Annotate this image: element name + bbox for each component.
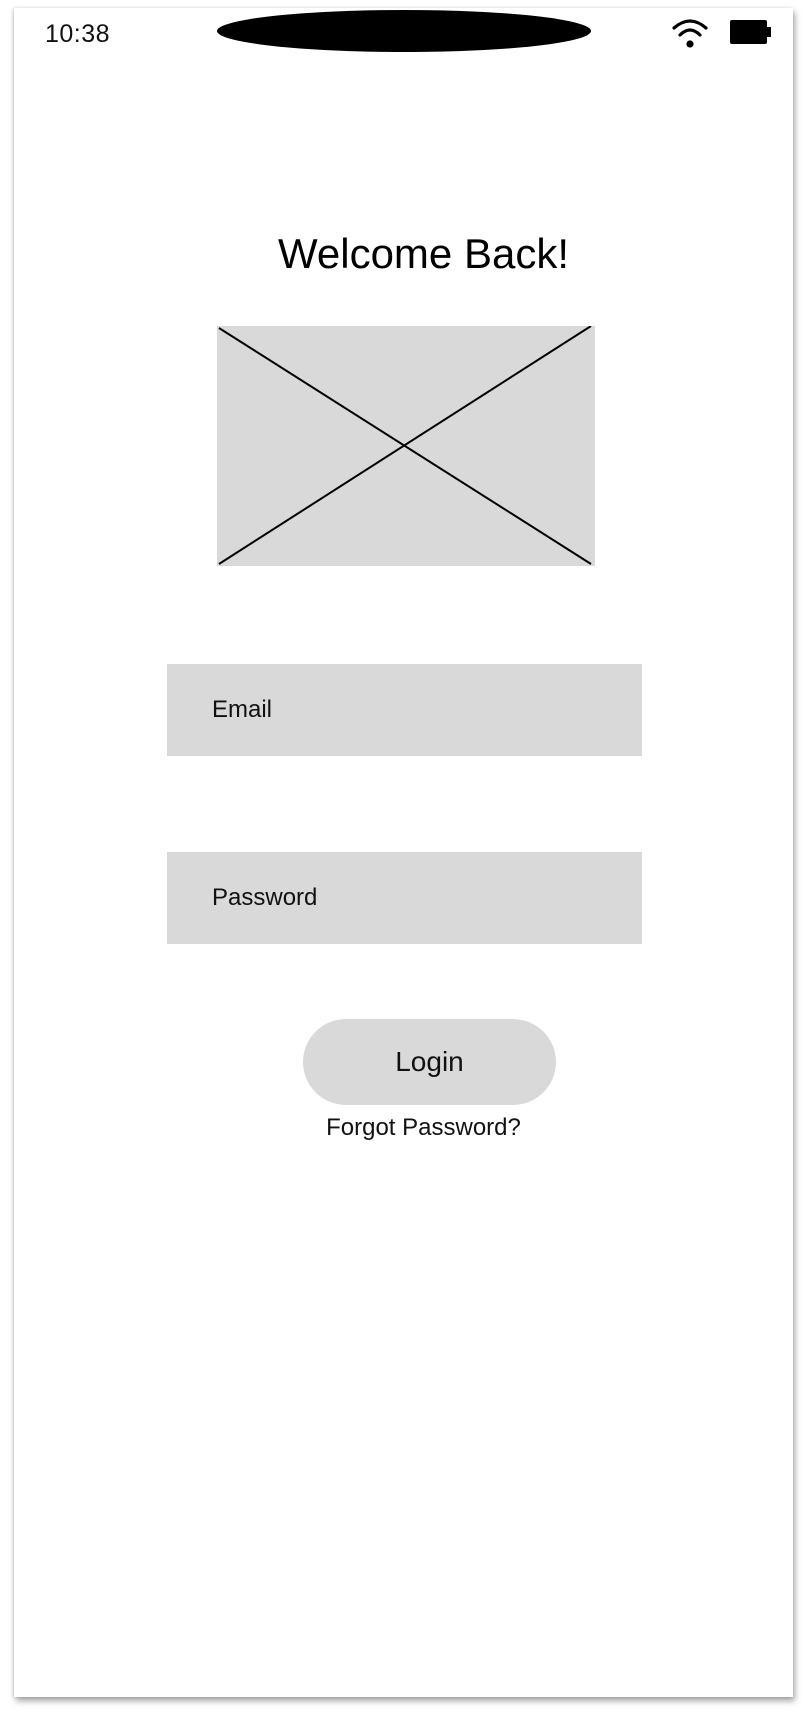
email-placeholder: Email — [212, 696, 273, 723]
login-button[interactable]: Login — [303, 1019, 556, 1105]
forgot-password-link[interactable]: Forgot Password? — [326, 1114, 521, 1141]
password-placeholder: Password — [212, 884, 318, 911]
password-field[interactable]: Password — [167, 852, 642, 944]
email-field[interactable]: Email — [167, 664, 642, 756]
phone-frame: 10:38 Welcome Back! Email Password Login… — [14, 8, 793, 1697]
battery-icon — [730, 20, 771, 44]
image-placeholder-icon — [217, 326, 595, 566]
wifi-icon — [672, 19, 708, 48]
status-time: 10:38 — [45, 20, 111, 48]
page-title: Welcome Back! — [278, 230, 569, 277]
camera-notch — [217, 10, 591, 52]
